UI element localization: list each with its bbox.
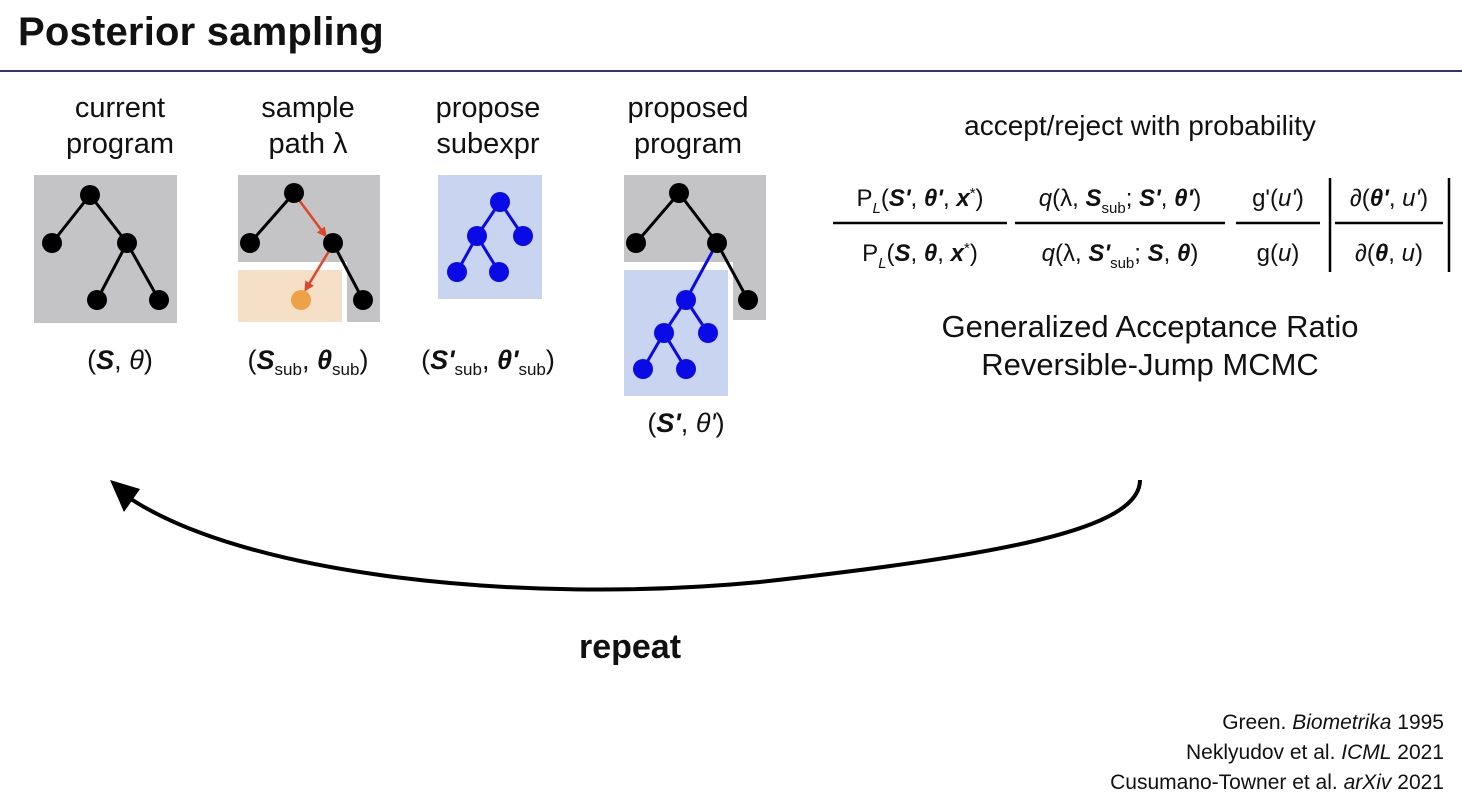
tree-node [654,323,674,343]
current-program-vars: (S, θ) [87,345,153,375]
repeat-label: repeat [578,628,682,666]
repeat-arrowhead [110,480,140,512]
tree-node [87,290,107,310]
tree-node [149,290,169,310]
path-arrow-1 [294,195,327,238]
var-theta: θ' [695,408,716,438]
step-propose-subexpr: propose subexpr [398,90,578,162]
tree-node [676,359,696,379]
gar-line-2: Reversible-Jump MCMC [981,347,1319,382]
reference-item: Cusumano-Towner et al. arXiv 2021 [1110,771,1444,794]
tree-node [626,233,646,253]
tree-node [467,226,487,246]
proposed-subexpr-tree [438,175,542,299]
ratio-numerator-3: g'(u') [1252,185,1304,212]
step-current-line2: program [66,128,174,160]
accept-reject-label: accept/reject with probability [964,110,1316,141]
tree-node [738,290,758,310]
step-proposed-program: proposed program [598,90,778,162]
reference-item: Green. Biometrika 1995 [1222,711,1444,734]
acceptance-ratio-caption: Generalized Acceptance Ratio Reversible-… [870,308,1430,384]
gar-line-1: Generalized Acceptance Ratio [941,309,1359,344]
step-proposed-line1: proposed [627,92,749,124]
var-sub: sub [274,360,302,379]
step-propose-line1: propose [435,92,541,124]
var-sep: , [114,345,130,375]
page-title: Posterior sampling [18,10,384,54]
sampled-node [291,290,311,310]
tree-node [447,262,467,282]
jacobian-numerator: ∂(θ', u') [1349,185,1429,212]
step-proposed-line2: program [634,128,742,160]
proposed-subexpr-vars: (S'sub, θ'sub) [421,345,555,379]
var-sub: sub [332,360,360,379]
step-sample-line2: path λ [268,128,348,160]
tree-node [284,183,304,203]
tree-node [698,323,718,343]
proposed-program-tree [620,175,766,402]
reference-item: Neklyudov et al. ICML 2021 [1186,741,1444,764]
sample-path-tree [238,175,380,332]
path-arrow-2 [304,250,331,292]
ratio-denominator-2: q(λ, S'sub; S, θ) [1041,240,1199,272]
references: Green. Biometrika 1995 Neklyudov et al. … [1110,708,1444,798]
jacobian-denominator: ∂(θ, u) [1355,240,1423,267]
tree-node [353,290,373,310]
tree-node [117,233,137,253]
proposed-program-vars: (S', θ') [647,408,725,438]
ratio-denominator-1: PL(S, θ, x*) [862,240,978,272]
fraction-bars [833,178,1451,272]
tree-node [489,262,509,282]
current-program-tree [34,175,177,323]
sampled-subtree-box [238,270,342,322]
tree-node [490,192,510,212]
step-sample-line1: sample [261,92,355,124]
step-sample-path: sample path λ [218,90,398,162]
tree-node [707,233,727,253]
step-current-line1: current [74,92,166,124]
tree-node [669,183,689,203]
tree-node [323,233,343,253]
tree-node [42,233,62,253]
var-theta: θ' [496,345,519,375]
var-sep: , [481,345,497,375]
var-sub: sub [454,360,482,379]
step-current-program: current program [30,90,210,162]
sampled-subtree-vars: (Ssub, θsub) [247,345,369,379]
tree-node [240,233,260,253]
var-S: S' [656,408,681,438]
var-S: S [96,345,115,375]
title-divider [0,70,1462,72]
tree-node [80,185,100,205]
tree-node [513,226,533,246]
tree-node [676,290,696,310]
repeat-loop-arrow [110,479,1142,592]
ratio-numerator-1: PL(S', θ', x*) [856,185,984,217]
ratio-denominator-3: g(u) [1256,240,1300,267]
var-S: S [256,345,275,375]
var-S: S' [430,345,455,375]
var-theta: θ [129,345,144,375]
tree-node [633,359,653,379]
var-sep: , [680,408,696,438]
var-theta: θ [316,345,333,375]
var-sep: , [301,345,317,375]
ratio-numerator-2: q(λ, Ssub; S', θ') [1038,185,1202,217]
var-sub: sub [518,360,546,379]
step-propose-line2: subexpr [436,128,540,160]
